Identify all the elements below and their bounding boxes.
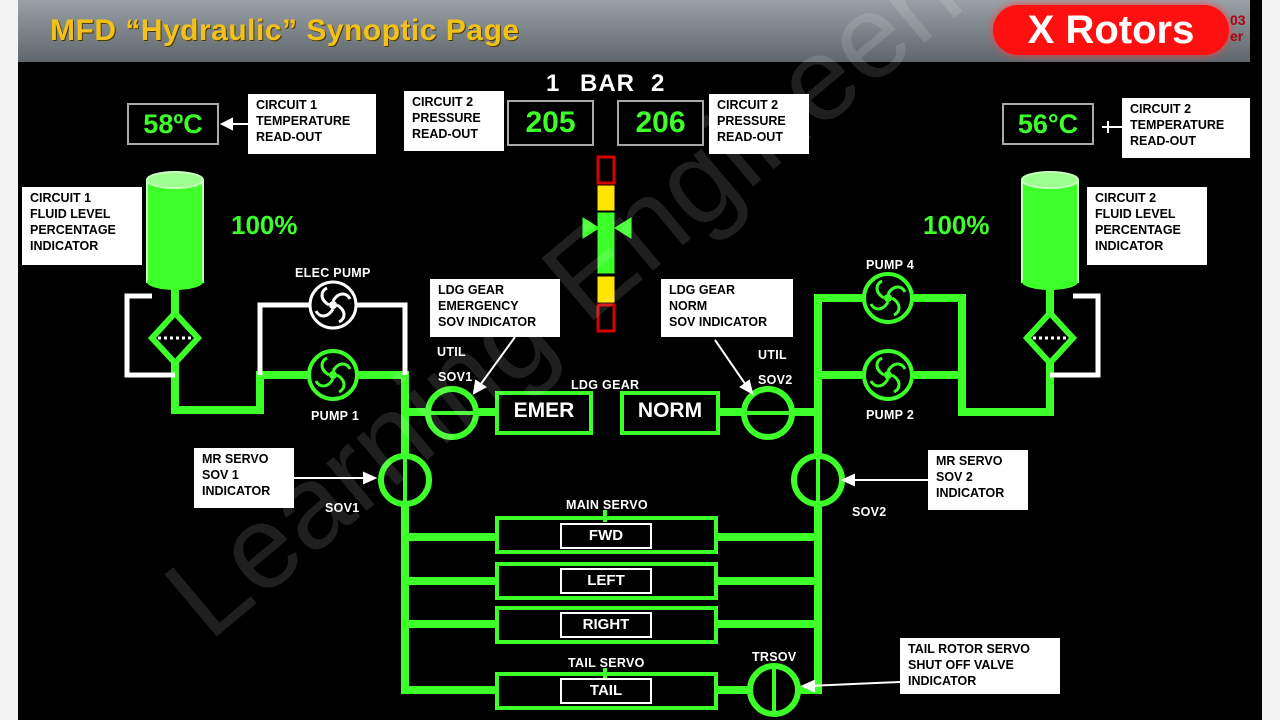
elec-pump-icon [308, 280, 358, 330]
bar-left-num: 1 [546, 70, 561, 97]
right-border [1262, 0, 1280, 720]
elec-pump-label: ELEC PUMP [295, 266, 371, 280]
sov2-top-label: SOV2 [758, 373, 793, 387]
pump2-label: PUMP 2 [866, 408, 915, 422]
circuit1-temperature-readout: 58ºC [127, 103, 219, 145]
callout-mr-servo-sov1: MR SERVO SOV 1 INDICATOR [194, 448, 294, 508]
pressure-gauge [582, 155, 632, 333]
c2-reservoir [1021, 171, 1079, 290]
circuit2-temperature-readout: 56°C [1002, 103, 1094, 145]
callout-circuit2-fluid-level: CIRCUIT 2 FLUID LEVEL PERCENTAGE INDICAT… [1087, 187, 1207, 265]
callout-tail-rotor-sov: TAIL ROTOR SERVO SHUT OFF VALVE INDICATO… [900, 638, 1060, 694]
trsov-label: TRSOV [752, 650, 797, 664]
c1-reservoir [146, 171, 204, 290]
emer-indicator: EMER [502, 398, 586, 428]
tail-servo-label: TAIL SERVO [568, 656, 645, 670]
brand-partial-text: 03 er [1230, 12, 1246, 44]
bar-right-num: 2 [651, 70, 666, 97]
left-border [0, 0, 18, 720]
pump2-icon [862, 349, 914, 401]
bar-unit: BAR [580, 70, 635, 97]
callout-circuit2-pressure-left: CIRCUIT 2 PRESSURE READ-OUT [404, 91, 504, 151]
c2-filter [1022, 308, 1078, 368]
callout-ldg-gear-norm: LDG GEAR NORM SOV INDICATOR [661, 279, 793, 337]
util-right-label: UTIL [758, 348, 787, 362]
sov2-label: SOV2 [852, 505, 887, 519]
callout-circuit1-temp: CIRCUIT 1 TEMPERATURE READ-OUT [248, 94, 376, 154]
sov1-top-label: SOV1 [438, 370, 473, 384]
circuit1-level-percent: 100% [231, 210, 298, 240]
pump1-label: PUMP 1 [311, 409, 360, 423]
sov1-label: SOV1 [325, 501, 360, 515]
norm-indicator: NORM [627, 398, 713, 428]
circuit2-level-percent: 100% [923, 210, 990, 240]
servo-fwd: FWD [560, 523, 652, 549]
servo-left: LEFT [560, 568, 652, 594]
main-servo-label: MAIN SERVO [566, 498, 648, 512]
servo-tail: TAIL [560, 678, 652, 704]
c1-filter [147, 308, 203, 368]
servo-right: RIGHT [560, 612, 652, 638]
util-left-label: UTIL [437, 345, 466, 359]
callout-ldg-gear-emergency: LDG GEAR EMERGENCY SOV INDICATOR [430, 279, 560, 337]
pump1-icon [307, 349, 359, 401]
title-bar: MFD “Hydraulic” Synoptic Page X Rotors 0… [18, 0, 1250, 62]
circuit1-pressure-readout: 205 [507, 100, 594, 146]
circuit2-pressure-readout: 206 [617, 100, 704, 146]
brand-logo: X Rotors [993, 5, 1229, 55]
callout-circuit1-fluid-level: CIRCUIT 1 FLUID LEVEL PERCENTAGE INDICAT… [22, 187, 142, 265]
ldg-gear-label: LDG GEAR [571, 378, 640, 392]
callout-circuit2-pressure-right: CIRCUIT 2 PRESSURE READ-OUT [709, 94, 809, 154]
callout-circuit2-temp: CIRCUIT 2 TEMPERATURE READ-OUT [1122, 98, 1250, 158]
page-title: MFD “Hydraulic” Synoptic Page [50, 14, 520, 47]
callout-mr-servo-sov2: MR SERVO SOV 2 INDICATOR [928, 450, 1028, 510]
pump4-label: PUMP 4 [866, 258, 915, 272]
pump4-icon [862, 272, 914, 324]
